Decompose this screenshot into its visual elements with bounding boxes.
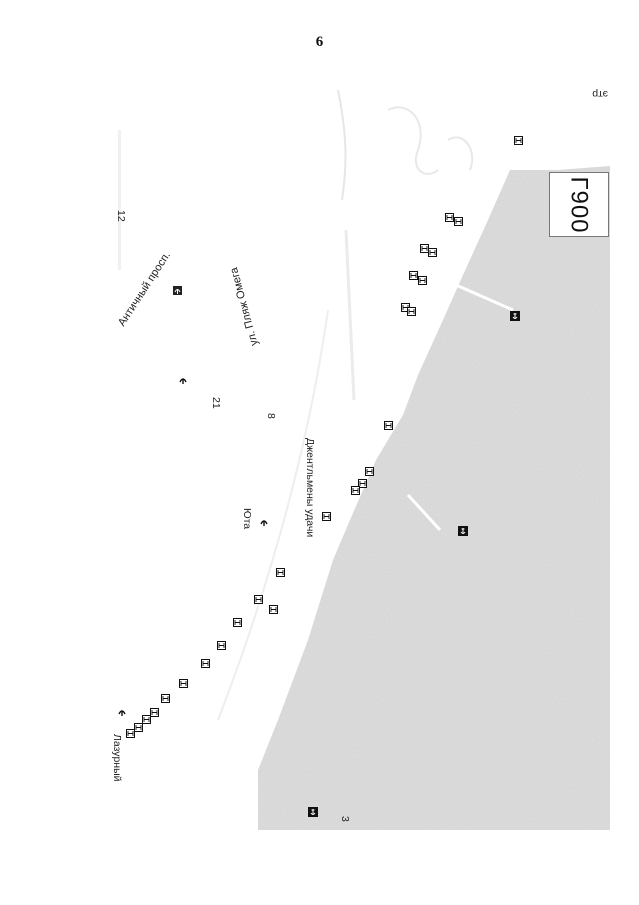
hotel-icon[interactable] — [358, 475, 367, 493]
map-shapes — [118, 89, 610, 830]
route-label: Г900 — [565, 175, 593, 234]
hotel-icon[interactable] — [409, 267, 418, 285]
hotel-icon[interactable] — [351, 482, 360, 500]
hotel-icon[interactable] — [142, 711, 151, 729]
map-canvas[interactable] — [118, 70, 610, 830]
hotel-icon[interactable] — [454, 213, 463, 231]
map-label-gentlemen: Джентльмены удачи — [304, 438, 316, 538]
hotel-icon[interactable] — [161, 690, 170, 708]
map-label-number-12: 12 — [115, 210, 127, 222]
hotel-icon[interactable] — [428, 244, 437, 262]
map-label-yuta: Юта — [241, 508, 253, 530]
sun-umbrella-icon[interactable] — [179, 371, 187, 389]
hotel-icon[interactable] — [217, 637, 226, 655]
route-label-box: Г900 — [549, 172, 609, 237]
sun-umbrella-icon[interactable] — [173, 282, 182, 300]
page-number: 6 — [315, 34, 324, 50]
hotel-icon[interactable] — [445, 209, 454, 227]
anchor-icon[interactable] — [458, 523, 468, 541]
map-label-number-8: 8 — [265, 413, 277, 419]
hotel-icon[interactable] — [322, 508, 331, 526]
map-label-number-3: 3 — [339, 816, 351, 822]
hotel-icon[interactable] — [179, 675, 188, 693]
hotel-icon[interactable] — [254, 591, 263, 609]
hotel-icon[interactable] — [384, 417, 393, 435]
anchor-icon[interactable] — [308, 804, 318, 822]
hotel-icon[interactable] — [418, 272, 427, 290]
map-label-lazurny: Лазурный — [111, 734, 123, 782]
hotel-icon[interactable] — [365, 463, 374, 481]
map-label-top-right: этр — [592, 88, 608, 100]
map-label-number-21: 21 — [210, 397, 222, 409]
pier-north — [455, 283, 514, 312]
hotel-icon[interactable] — [150, 704, 159, 722]
hotel-icon[interactable] — [233, 614, 242, 632]
anchor-icon[interactable] — [510, 308, 520, 326]
hotel-icon[interactable] — [276, 564, 285, 582]
hotel-icon[interactable] — [407, 303, 416, 321]
sun-umbrella-icon[interactable] — [118, 703, 126, 721]
hotel-icon[interactable] — [269, 601, 278, 619]
hotel-icon[interactable] — [514, 132, 523, 150]
hotel-icon[interactable] — [126, 725, 135, 743]
hotel-icon[interactable] — [134, 719, 143, 737]
hotel-icon[interactable] — [201, 655, 210, 673]
sun-umbrella-icon[interactable] — [260, 513, 268, 531]
pier-south — [406, 493, 442, 532]
